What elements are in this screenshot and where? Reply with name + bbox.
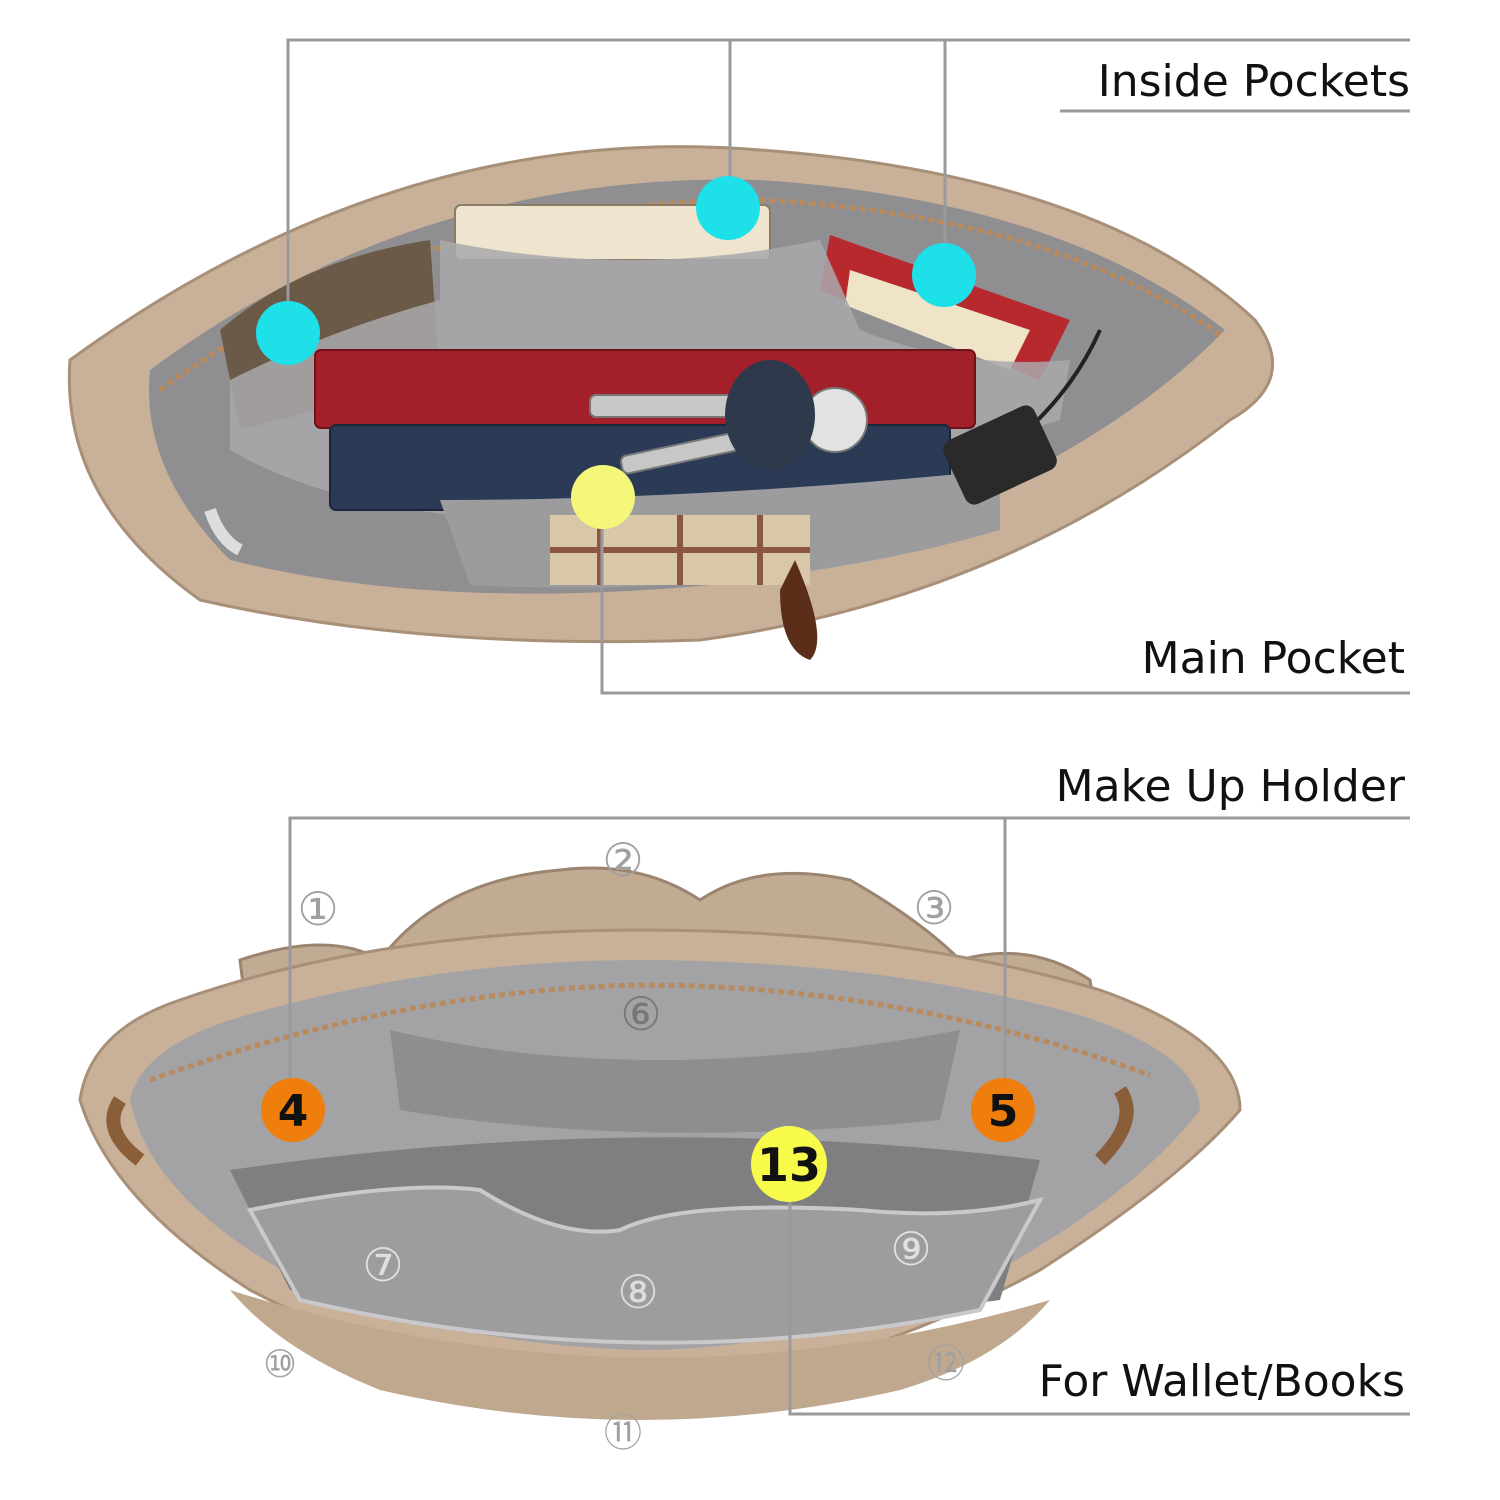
pocket-number-8: ⑧ [617, 1265, 658, 1319]
leader-wallet-books [788, 1165, 1410, 1416]
inside-pockets-label: Inside Pockets [1097, 56, 1410, 107]
markers: 4 5 13 [256, 176, 1035, 1202]
pocket-numbers: ① ② ③ ⑥ ⑦ ⑧ ⑨ ⑩ ⑪ ⑫ [263, 833, 965, 1455]
pocket-13-marker [751, 1126, 827, 1202]
leader-inside-pockets-top [286, 38, 1410, 325]
pocket-number-1: ① [297, 882, 338, 936]
for-wallet-books-label: For Wallet/Books [1038, 1356, 1405, 1407]
main-pocket-marker [571, 465, 635, 529]
main-pocket-label: Main Pocket [1141, 633, 1405, 684]
pocket-number-3: ③ [913, 881, 954, 935]
pocket-4-label: 4 [278, 1086, 309, 1137]
bottom-zipper [149, 982, 1151, 1083]
pocket-number-7: ⑦ [362, 1238, 403, 1292]
leader-make-up-holder [288, 816, 1410, 1110]
pocket-number-6: ⑥ [620, 987, 661, 1041]
inside-pocket-marker-left [256, 301, 320, 365]
pocket-5-label: 5 [988, 1086, 1019, 1137]
inside-pocket-marker-right [912, 243, 976, 307]
pocket-5-marker [971, 1078, 1035, 1142]
pocket-number-10: ⑩ [263, 1342, 297, 1386]
pocket-number-11: ⑪ [604, 1411, 642, 1455]
inside-pocket-marker-middle [696, 176, 760, 240]
pocket-4-marker [261, 1078, 325, 1142]
top-fur-charm [780, 560, 818, 660]
bottom-front-pockets [246, 1185, 1044, 1345]
leader-lines [286, 38, 1410, 1416]
bottom-front-fabric [230, 1290, 1050, 1420]
bottom-inner-zip-pocket [390, 1030, 960, 1133]
leader-main-pocket [600, 500, 1410, 695]
pocket-number-12: ⑫ [927, 1342, 965, 1386]
make-up-holder-label: Make Up Holder [1055, 761, 1405, 812]
top-bag-illustration [67, 145, 1275, 660]
pocket-number-2: ② [602, 833, 643, 887]
top-black-item [943, 405, 1057, 505]
pocket-number-9: ⑨ [890, 1222, 931, 1276]
bottom-bag-illustration [78, 866, 1242, 1420]
pocket-13-label: 13 [757, 1138, 821, 1192]
